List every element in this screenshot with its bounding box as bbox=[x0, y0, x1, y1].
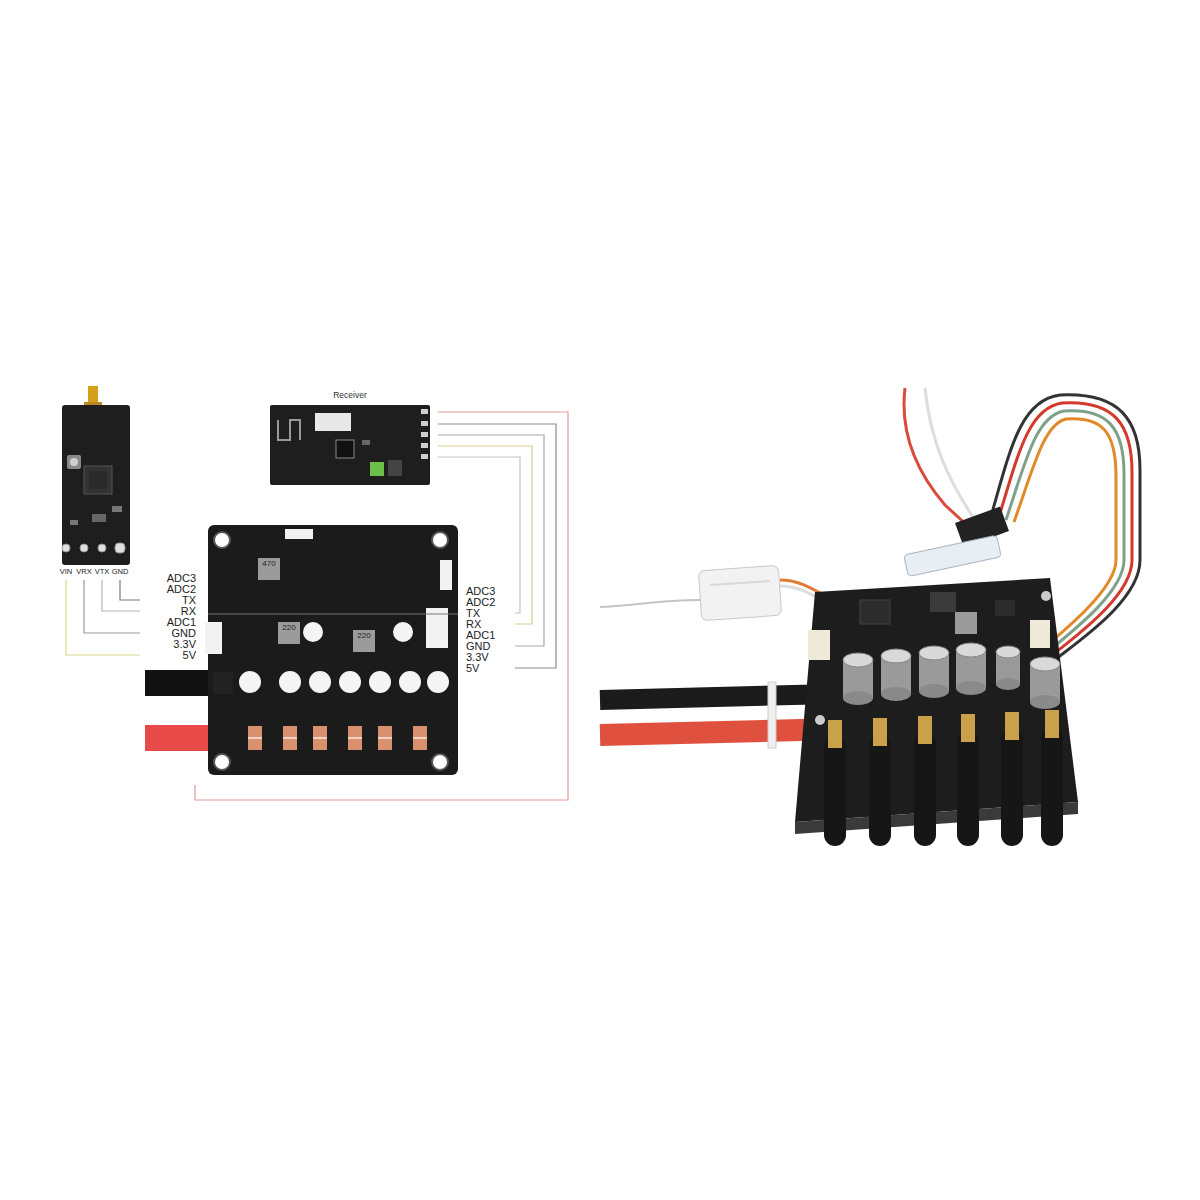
pin-label: VIN bbox=[60, 568, 73, 577]
pin-label: 3.3V bbox=[173, 638, 196, 650]
pin-label: TX bbox=[182, 594, 196, 606]
pin-label: 5V bbox=[466, 662, 479, 674]
component-value: 220 bbox=[357, 631, 370, 640]
esc-board-drawing bbox=[145, 525, 458, 775]
wire bbox=[438, 424, 556, 668]
pin-label: GND bbox=[112, 568, 129, 577]
pin-label: RX bbox=[181, 605, 196, 617]
wire bbox=[438, 457, 520, 613]
wire bbox=[195, 412, 568, 800]
pin-label: VRX bbox=[76, 568, 91, 577]
component-value: 470 bbox=[262, 559, 275, 568]
pin-label: ADC3 bbox=[466, 585, 495, 597]
pin-label: VTX bbox=[95, 568, 110, 577]
pin-label: GND bbox=[172, 627, 196, 639]
pin-label: ADC1 bbox=[466, 629, 495, 641]
component-value: 220 bbox=[282, 623, 295, 632]
pin-label: GND bbox=[466, 640, 490, 652]
esc-photo bbox=[600, 388, 1140, 835]
pin-label: 3.3V bbox=[466, 651, 489, 663]
esc-board: ADC3ADC2TXRXADC1GND3.3V5VADC3ADC2TXRXADC… bbox=[140, 520, 515, 785]
receiver-module: Receiver bbox=[262, 390, 438, 488]
wire bbox=[102, 580, 140, 611]
pin-label: RX bbox=[466, 618, 481, 630]
vtx-module: VINVRX VTXGND bbox=[52, 385, 140, 580]
receiver-drawing bbox=[270, 405, 430, 485]
wire bbox=[438, 435, 544, 646]
pin-label: ADC2 bbox=[466, 596, 495, 608]
pin-label: ADC1 bbox=[167, 616, 196, 628]
wire bbox=[438, 446, 532, 624]
wire bbox=[120, 580, 140, 600]
module-title: Receiver bbox=[333, 391, 367, 401]
pin-label: 5V bbox=[183, 649, 196, 661]
pin-label: ADC3 bbox=[167, 572, 196, 584]
pin-label: ADC2 bbox=[167, 583, 196, 595]
wire bbox=[66, 580, 140, 655]
wire bbox=[84, 580, 140, 633]
vtx-module-drawing bbox=[62, 386, 130, 565]
pin-label: TX bbox=[466, 607, 480, 619]
